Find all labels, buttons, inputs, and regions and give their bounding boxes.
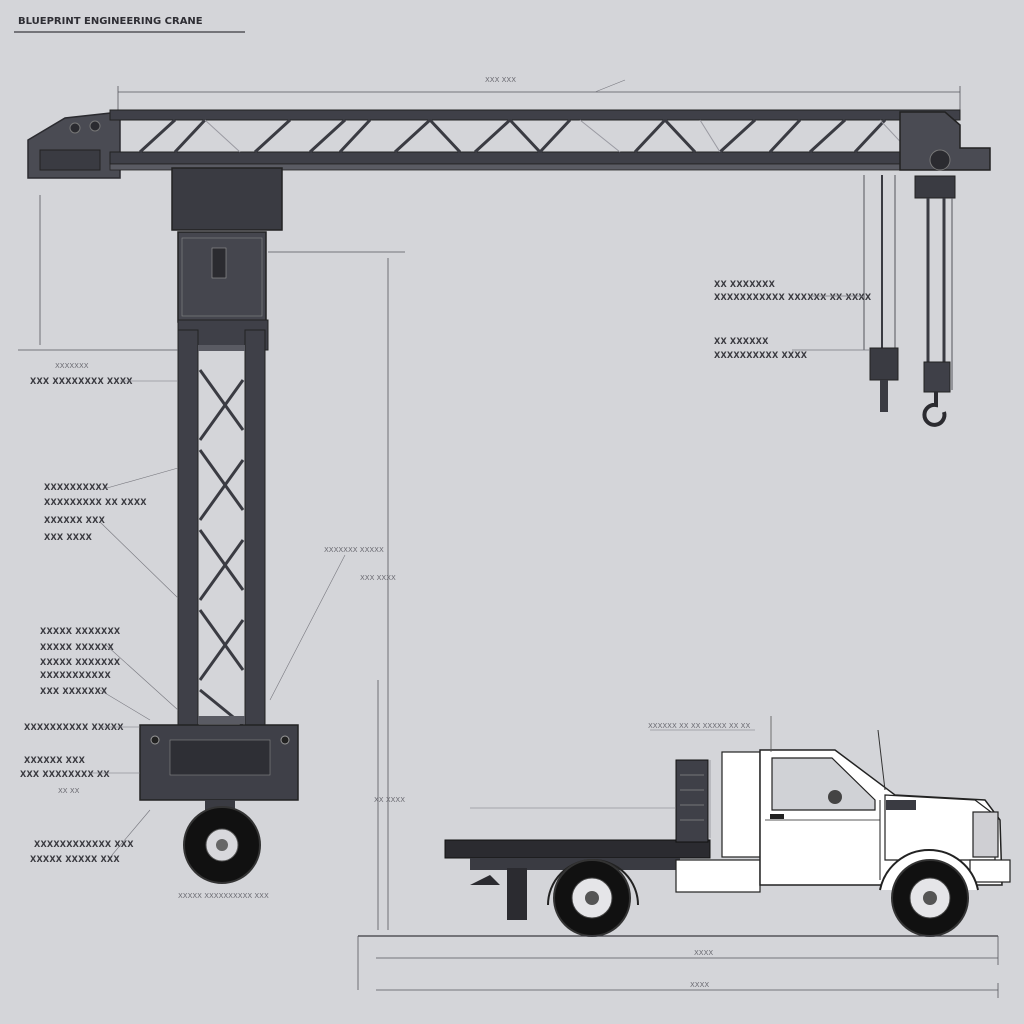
- wheel-line-1: XXXXXXXXXXXX XXX: [34, 840, 134, 850]
- crane-base: [139, 724, 299, 884]
- base-line-1: XXXXXXXXXX XXXXX: [24, 723, 124, 733]
- mast-lower-line-4: XXXXXXXXXXX: [40, 671, 111, 681]
- mast-lower-line-1: XXXXX XXXXXXX: [40, 627, 121, 637]
- mast-top-line-1: XXX XXXXXXXX XXXX: [30, 377, 133, 387]
- top-dimension-label: XXX XXX: [485, 76, 516, 84]
- ground-span-label-2: XXXX: [690, 981, 709, 989]
- ground-span-label: XXXX: [694, 949, 713, 957]
- base-line-2: XXXXXX XXX: [24, 756, 86, 766]
- hook-upper-line-1: XX XXXXXXX: [714, 280, 776, 290]
- wheel-note: XXXXX XXXXXXXXXX XXX: [178, 892, 269, 900]
- base-line-4: XX XX: [58, 787, 80, 795]
- hook-lower-line-2: XXXXXXXXXX XXXX: [714, 351, 808, 361]
- mast-top-line-0: XXXXXXX: [55, 362, 89, 370]
- blueprint-title: BLUEPRINT ENGINEERING CRANE: [18, 16, 203, 27]
- crane-cab: [171, 167, 283, 323]
- mast-lower-line-3: XXXXX XXXXXXX: [40, 658, 121, 668]
- mast-height-dimension: XXXXXXX XXXXX XXX XXXX XX XXXX: [268, 251, 405, 930]
- hook-callouts: XX XXXXXXX XXXXXXXXXXX XXXXXX XX XXXX XX…: [714, 280, 872, 361]
- mid-note: XXXXXXX XXXXX: [324, 546, 384, 554]
- crane-mast: [177, 319, 269, 731]
- mast-mid-line-3: XXXXXX XXX: [44, 516, 106, 526]
- mast-height-label: XXX XXXX: [360, 574, 396, 582]
- flatbed-truck: [444, 716, 1011, 937]
- base-line-3: XXX XXXXXXXX XX: [20, 770, 110, 780]
- wheel-line-2: XXXXX XXXXX XXX: [30, 855, 120, 865]
- hook-lower-line-1: XX XXXXXX: [714, 337, 769, 347]
- mast-mid-line-4: XXX XXXX: [44, 533, 93, 543]
- mast-lower-line-5: XXX XXXXXXX: [40, 687, 108, 697]
- mast-lower-line-2: XXXXX XXXXXX: [40, 643, 114, 653]
- truck-dimensions: XXXXXX XX XX XXXXX XX XX: [470, 722, 755, 838]
- hook-upper-line-2: XXXXXXXXXXX XXXXXX XX XXXX: [714, 293, 872, 303]
- lower-height-label: XX XXXX: [374, 796, 405, 804]
- truck-top-label: XXXXXX XX XX XXXXX XX XX: [648, 722, 750, 730]
- hoist-assembly: [863, 175, 953, 427]
- ground-dimensions: XXXX XXXX: [357, 935, 999, 998]
- crane-jib: [27, 109, 991, 199]
- mast-mid-line-2: XXXXXXXXX XX XXXX: [44, 498, 147, 508]
- mast-callouts: XXX XXXXXXXX XXXX XXXXXXX XXXXXXXXXX XXX…: [20, 362, 269, 900]
- mast-mid-line-1: XXXXXXXXXX: [44, 483, 109, 493]
- top-dimension: XXX XXX: [117, 76, 961, 110]
